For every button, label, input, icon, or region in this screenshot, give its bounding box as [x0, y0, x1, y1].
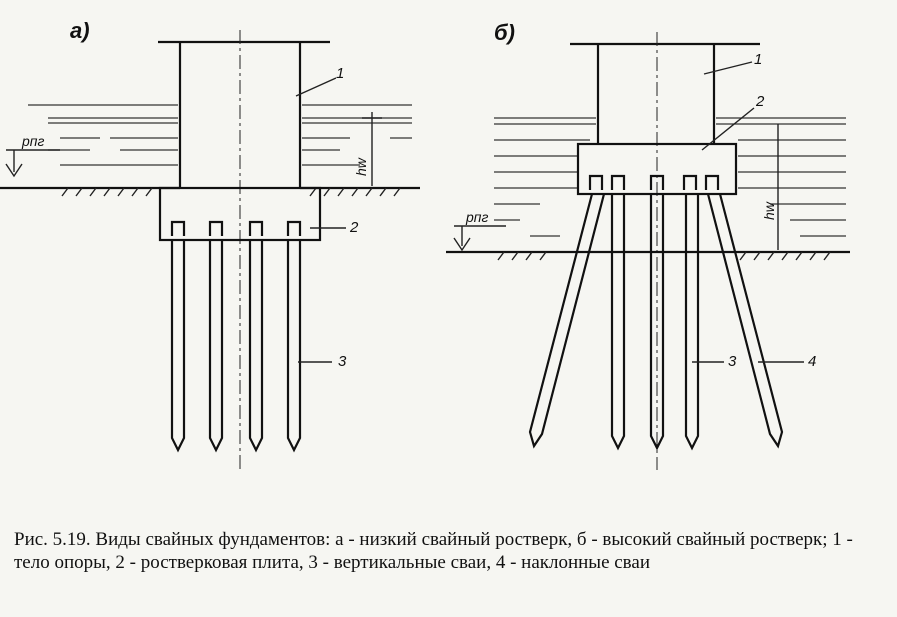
ground-a-hatch	[61, 187, 401, 197]
inclined-pile-right	[706, 193, 784, 449]
pile-heads-b	[588, 174, 720, 190]
panel-a: а)	[0, 18, 420, 470]
hw-b-label: hw	[761, 201, 777, 220]
plate-b	[576, 142, 738, 196]
vertical-pile-2	[649, 194, 665, 451]
panel-b: б)	[446, 20, 850, 470]
label-b-1: 1	[754, 51, 762, 68]
level-arrow-b	[453, 237, 471, 252]
piles-a	[170, 240, 302, 453]
plate-a	[158, 186, 322, 242]
panel-b-label: б)	[494, 20, 515, 45]
vertical-pile-1	[610, 194, 626, 451]
label-a-1: 1	[336, 65, 344, 82]
label-a-2: 2	[349, 219, 359, 236]
label-b-3: 3	[728, 353, 737, 370]
level-arrow-a	[5, 163, 23, 178]
water-b-left	[494, 117, 596, 237]
water-a-left	[28, 104, 178, 166]
ground-b-hatch	[497, 251, 831, 261]
pile-heads-a	[170, 220, 302, 236]
water-b-right	[716, 117, 846, 237]
figure-caption: Рис. 5.19. Виды свайных фундаментов: а -…	[14, 529, 853, 573]
ground-label-a: рпг	[21, 133, 44, 149]
ground-label-b: рпг	[465, 209, 488, 225]
piles-b	[528, 193, 784, 451]
hw-a-label: hw	[353, 157, 369, 176]
label-a-3: 3	[338, 353, 347, 370]
label-b-4: 4	[808, 353, 816, 370]
label-b-2: 2	[755, 93, 765, 110]
vertical-pile-3	[684, 194, 700, 451]
inclined-pile-left	[528, 193, 606, 449]
water-a-right	[302, 104, 412, 166]
panel-a-label: а)	[70, 18, 90, 43]
pile-foundation-figure: а)	[0, 18, 850, 470]
